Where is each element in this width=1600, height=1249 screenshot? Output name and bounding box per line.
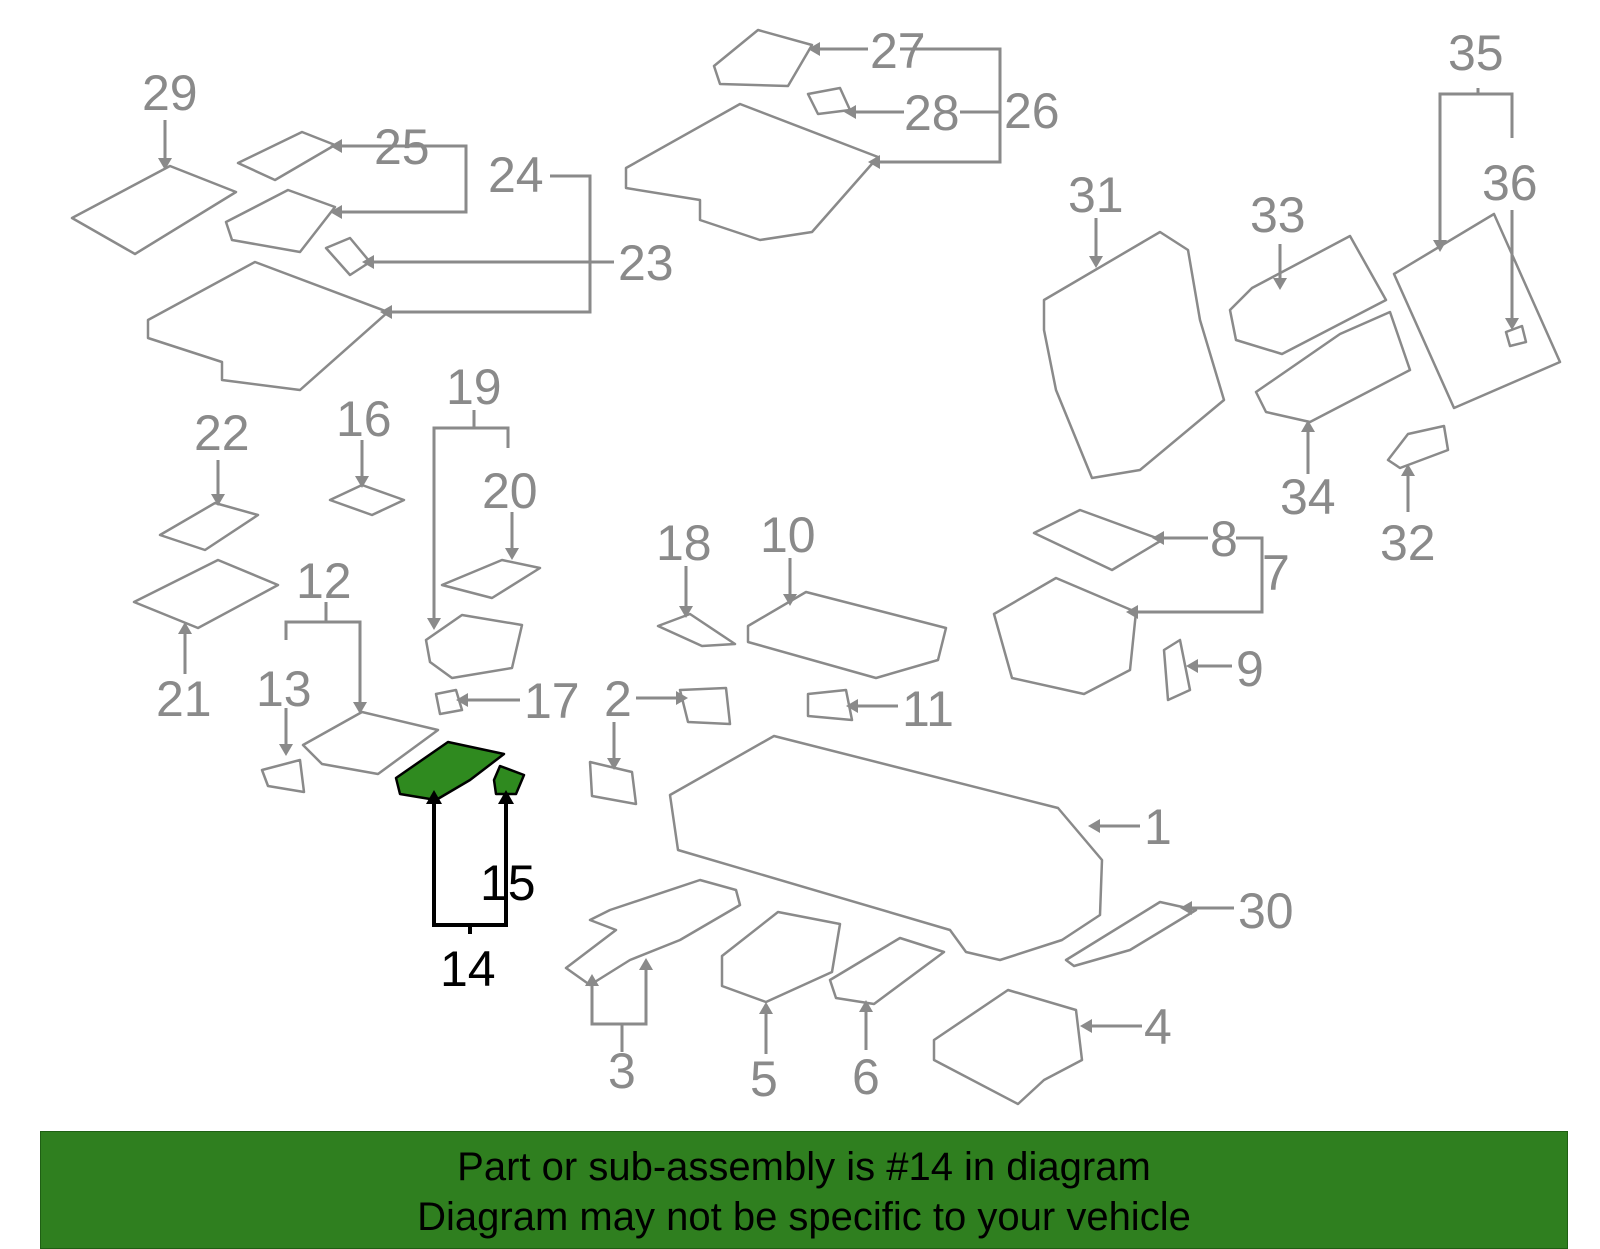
part-35-shape — [1392, 212, 1562, 410]
part-2b-shape — [588, 760, 638, 806]
part-28-shape — [806, 86, 852, 116]
callout-19: 19 — [446, 359, 502, 415]
banner-line-2: Diagram may not be specific to your vehi… — [417, 1195, 1191, 1239]
part-8-shape — [1032, 508, 1164, 572]
part-23-shape — [324, 236, 372, 277]
part-16-shape — [328, 483, 406, 517]
callout-36: 36 — [1482, 155, 1538, 211]
part-1-shape — [668, 734, 1104, 962]
part-5-shape — [720, 910, 842, 1004]
part-32-shape — [1386, 424, 1450, 470]
part-7-shape — [992, 576, 1138, 696]
callout-5: 5 — [750, 1051, 778, 1107]
callout-1: 1 — [1144, 799, 1172, 855]
callout-16: 16 — [336, 391, 392, 447]
callout-29: 29 — [142, 65, 198, 121]
part-24-tray-shape — [146, 260, 390, 392]
callout-31: 31 — [1068, 167, 1124, 223]
callout-10: 10 — [760, 507, 816, 563]
part-20-shape — [440, 558, 542, 600]
callout-4: 4 — [1144, 999, 1172, 1055]
callout-27: 27 — [870, 23, 926, 79]
part-11-shape — [806, 688, 854, 722]
callout-33: 33 — [1250, 187, 1306, 243]
part-10-shape — [746, 590, 948, 680]
part-19-shape — [424, 613, 524, 680]
callout-labels: 1 2 3 4 5 6 7 8 9 10 11 12 13 14 15 16 1… — [142, 23, 1538, 1107]
callout-20: 20 — [482, 463, 538, 519]
callout-11: 11 — [902, 681, 954, 737]
part-30-shape — [1064, 900, 1198, 968]
part-29-shape — [70, 164, 238, 256]
part-4-shape — [932, 988, 1084, 1106]
part-21-shape — [132, 558, 280, 630]
callout-15: 15 — [480, 855, 536, 911]
arrow-heads — [158, 42, 1519, 1033]
callout-14: 14 — [440, 941, 496, 997]
callout-6: 6 — [852, 1049, 880, 1105]
callout-17: 17 — [524, 673, 580, 729]
part-24-shape — [224, 188, 337, 254]
part-15-shape — [492, 764, 526, 796]
callout-13: 13 — [256, 661, 312, 717]
part-13-shape — [260, 758, 306, 794]
callout-2: 2 — [604, 671, 632, 727]
callout-32: 32 — [1380, 515, 1436, 571]
part-14-shape — [394, 740, 506, 802]
part-17-shape — [434, 688, 464, 716]
callout-22: 22 — [194, 405, 250, 461]
callout-3: 3 — [608, 1043, 636, 1099]
part-31-shape — [1042, 230, 1226, 480]
callout-28: 28 — [904, 85, 960, 141]
callout-25: 25 — [374, 119, 430, 175]
part-27-shape — [712, 28, 814, 88]
part-3-shape — [564, 878, 742, 987]
callout-8: 8 — [1210, 511, 1238, 567]
part-26-shape — [624, 102, 880, 242]
callout-26: 26 — [1004, 83, 1060, 139]
part-22-shape — [158, 501, 260, 552]
banner-line-1: Part or sub-assembly is #14 in diagram — [457, 1145, 1151, 1189]
part-2-shape — [678, 686, 732, 726]
callout-12: 12 — [296, 553, 352, 609]
part-6-shape — [828, 936, 946, 1006]
callout-23: 23 — [618, 235, 674, 291]
part-12-shape — [301, 710, 440, 776]
callout-30: 30 — [1238, 883, 1294, 939]
part-34-shape — [1254, 310, 1412, 424]
part-25-shape — [236, 130, 337, 182]
info-banner: Part or sub-assembly is #14 in diagram D… — [40, 1131, 1568, 1249]
callout-34: 34 — [1280, 469, 1336, 525]
callout-35: 35 — [1448, 25, 1504, 81]
highlight-arrow-heads — [426, 790, 514, 804]
callout-18: 18 — [656, 515, 712, 571]
callout-21: 21 — [156, 671, 212, 727]
callout-24: 24 — [488, 147, 544, 203]
part-33-shape — [1228, 234, 1388, 356]
part-18-shape — [656, 612, 737, 648]
callout-9: 9 — [1236, 641, 1264, 697]
callout-7: 7 — [1262, 545, 1290, 601]
part-36-shape — [1504, 324, 1528, 348]
leader-lines — [163, 47, 1514, 1054]
part-9-shape — [1162, 638, 1192, 702]
